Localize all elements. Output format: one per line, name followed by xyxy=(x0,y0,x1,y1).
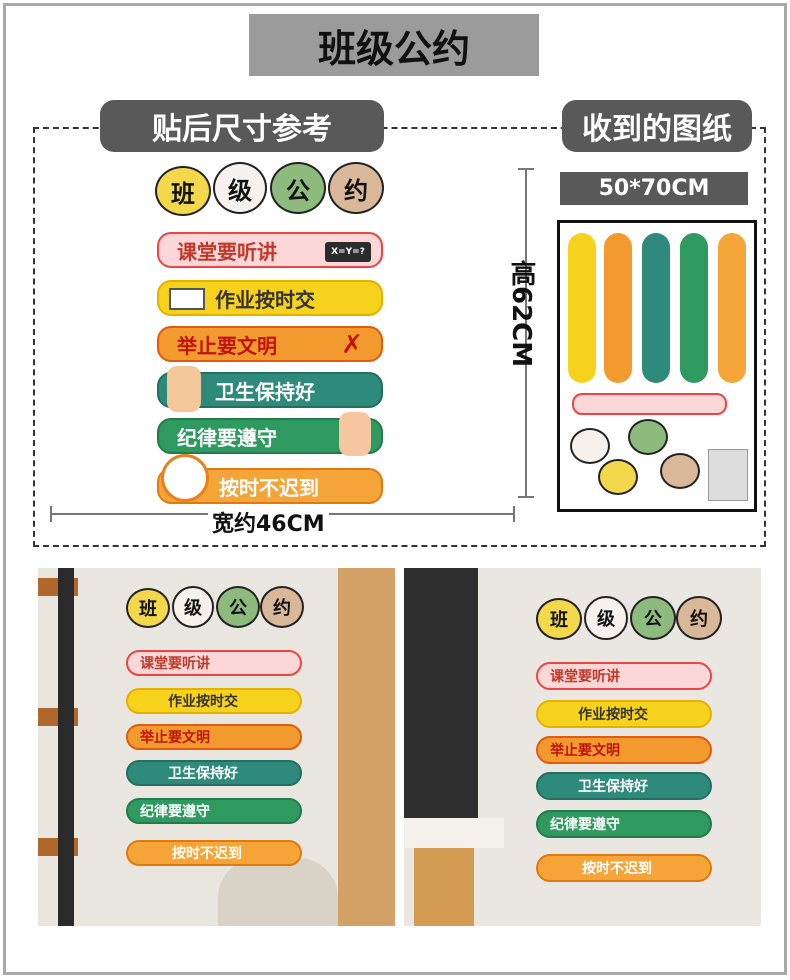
rule-sticker-1: 课堂要听讲 xyxy=(126,650,302,676)
page-title: 班级公约 xyxy=(249,14,539,76)
rule-sticker-2: 作业按时交 xyxy=(126,688,302,714)
rule-text: 卫生保持好 xyxy=(215,379,315,404)
rule-sticker-1: 课堂要听讲 X=Y=? xyxy=(157,232,383,268)
installation-photo-left: 班 级 公 约 课堂要听讲 作业按时交 举止要文明 卫生保持好 纪律要遵守 按时… xyxy=(38,568,395,926)
rule-text: 纪律要遵守 xyxy=(177,425,277,450)
outer-frame xyxy=(3,3,787,975)
heading-blob-2: 级 xyxy=(172,586,214,628)
rule-sticker-5: 纪律要遵守 xyxy=(536,810,712,838)
sheet-blob-2 xyxy=(628,419,668,455)
rule-sticker-5: 纪律要遵守 xyxy=(126,798,302,824)
width-label: 宽约46CM xyxy=(208,506,329,538)
heading-blob-4: 约 xyxy=(260,586,304,628)
received-sheet-preview xyxy=(557,220,757,512)
heading-blob-3: 公 xyxy=(270,162,326,214)
boy-cleaning-icon xyxy=(167,366,201,412)
installation-photo-right: 班 级 公 约 课堂要听讲 作业按时交 举止要文明 卫生保持好 纪律要遵守 按时… xyxy=(404,568,761,926)
sheet-strip-green xyxy=(680,233,708,383)
rule-sticker-2: 作业按时交 xyxy=(157,280,383,316)
rule-sticker-4: 卫生保持好 xyxy=(157,366,383,412)
height-cap-bottom xyxy=(518,496,534,498)
width-cap-left xyxy=(50,506,52,522)
rule-sticker-3: 举止要文明 xyxy=(126,724,302,750)
alarm-clock-icon xyxy=(161,454,209,502)
girl-reading-icon xyxy=(339,412,371,456)
height-dimension-line xyxy=(525,168,527,498)
counter xyxy=(404,818,504,848)
trash-bin xyxy=(218,858,338,926)
rule-sticker-2: 作业按时交 xyxy=(536,700,712,728)
rule-sticker-6: 按时不迟到 xyxy=(157,454,383,504)
heading-blob-2: 级 xyxy=(584,596,628,640)
heading-blob-2: 级 xyxy=(213,162,267,214)
width-cap-right xyxy=(513,506,515,522)
chalkboard xyxy=(404,568,478,818)
rule-text: 作业按时交 xyxy=(215,287,315,312)
heading-blob-1: 班 xyxy=(536,598,582,640)
wood-door xyxy=(338,568,395,926)
heading-blob-1: 班 xyxy=(155,166,211,216)
rule-sticker-6: 按时不迟到 xyxy=(126,840,302,866)
rule-sticker-4: 卫生保持好 xyxy=(126,760,302,786)
sheet-strip-amber xyxy=(718,233,746,383)
book-icon xyxy=(169,288,205,310)
sheet-instruction-card xyxy=(708,449,748,501)
size-reference-box xyxy=(33,127,766,547)
rule-text: 课堂要听讲 xyxy=(177,239,277,264)
rule-sticker-3: 举止要文明 ✗ xyxy=(157,326,383,362)
sheet-strip-yellow xyxy=(568,233,596,383)
sheet-blob-3 xyxy=(598,459,638,495)
red-scarf-icon: ✗ xyxy=(341,330,363,360)
after-size-label: 贴后尺寸参考 xyxy=(100,100,384,152)
rule-text: 举止要文明 xyxy=(177,333,277,358)
rule-sticker-4: 卫生保持好 xyxy=(536,772,712,800)
rule-sticker-6: 按时不迟到 xyxy=(536,854,712,882)
height-cap-top xyxy=(518,168,534,170)
sheet-strip-teal xyxy=(642,233,670,383)
heading-blob-4: 约 xyxy=(676,596,722,640)
heading-blob-1: 班 xyxy=(126,588,170,628)
sheet-blob-4 xyxy=(660,453,700,489)
rule-sticker-1: 课堂要听讲 xyxy=(536,662,712,690)
black-pole xyxy=(58,568,74,926)
height-label: 高62CM xyxy=(506,260,536,368)
sheet-strip-pink xyxy=(572,393,727,415)
heading-blob-3: 公 xyxy=(216,586,260,628)
rule-text: 按时不迟到 xyxy=(219,475,319,500)
heading-blob-3: 公 xyxy=(630,596,676,640)
stool xyxy=(414,848,474,926)
rule-sticker-5: 纪律要遵守 xyxy=(157,412,383,456)
sheet-blob-1 xyxy=(570,428,610,464)
rule-sticker-3: 举止要文明 xyxy=(536,736,712,764)
sheet-strip-orange xyxy=(604,233,632,383)
received-label: 收到的图纸 xyxy=(562,100,752,152)
heading-blob-4: 约 xyxy=(328,162,384,214)
sheet-size-label: 50*70CM xyxy=(560,172,748,205)
blackboard-icon: X=Y=? xyxy=(325,242,371,262)
